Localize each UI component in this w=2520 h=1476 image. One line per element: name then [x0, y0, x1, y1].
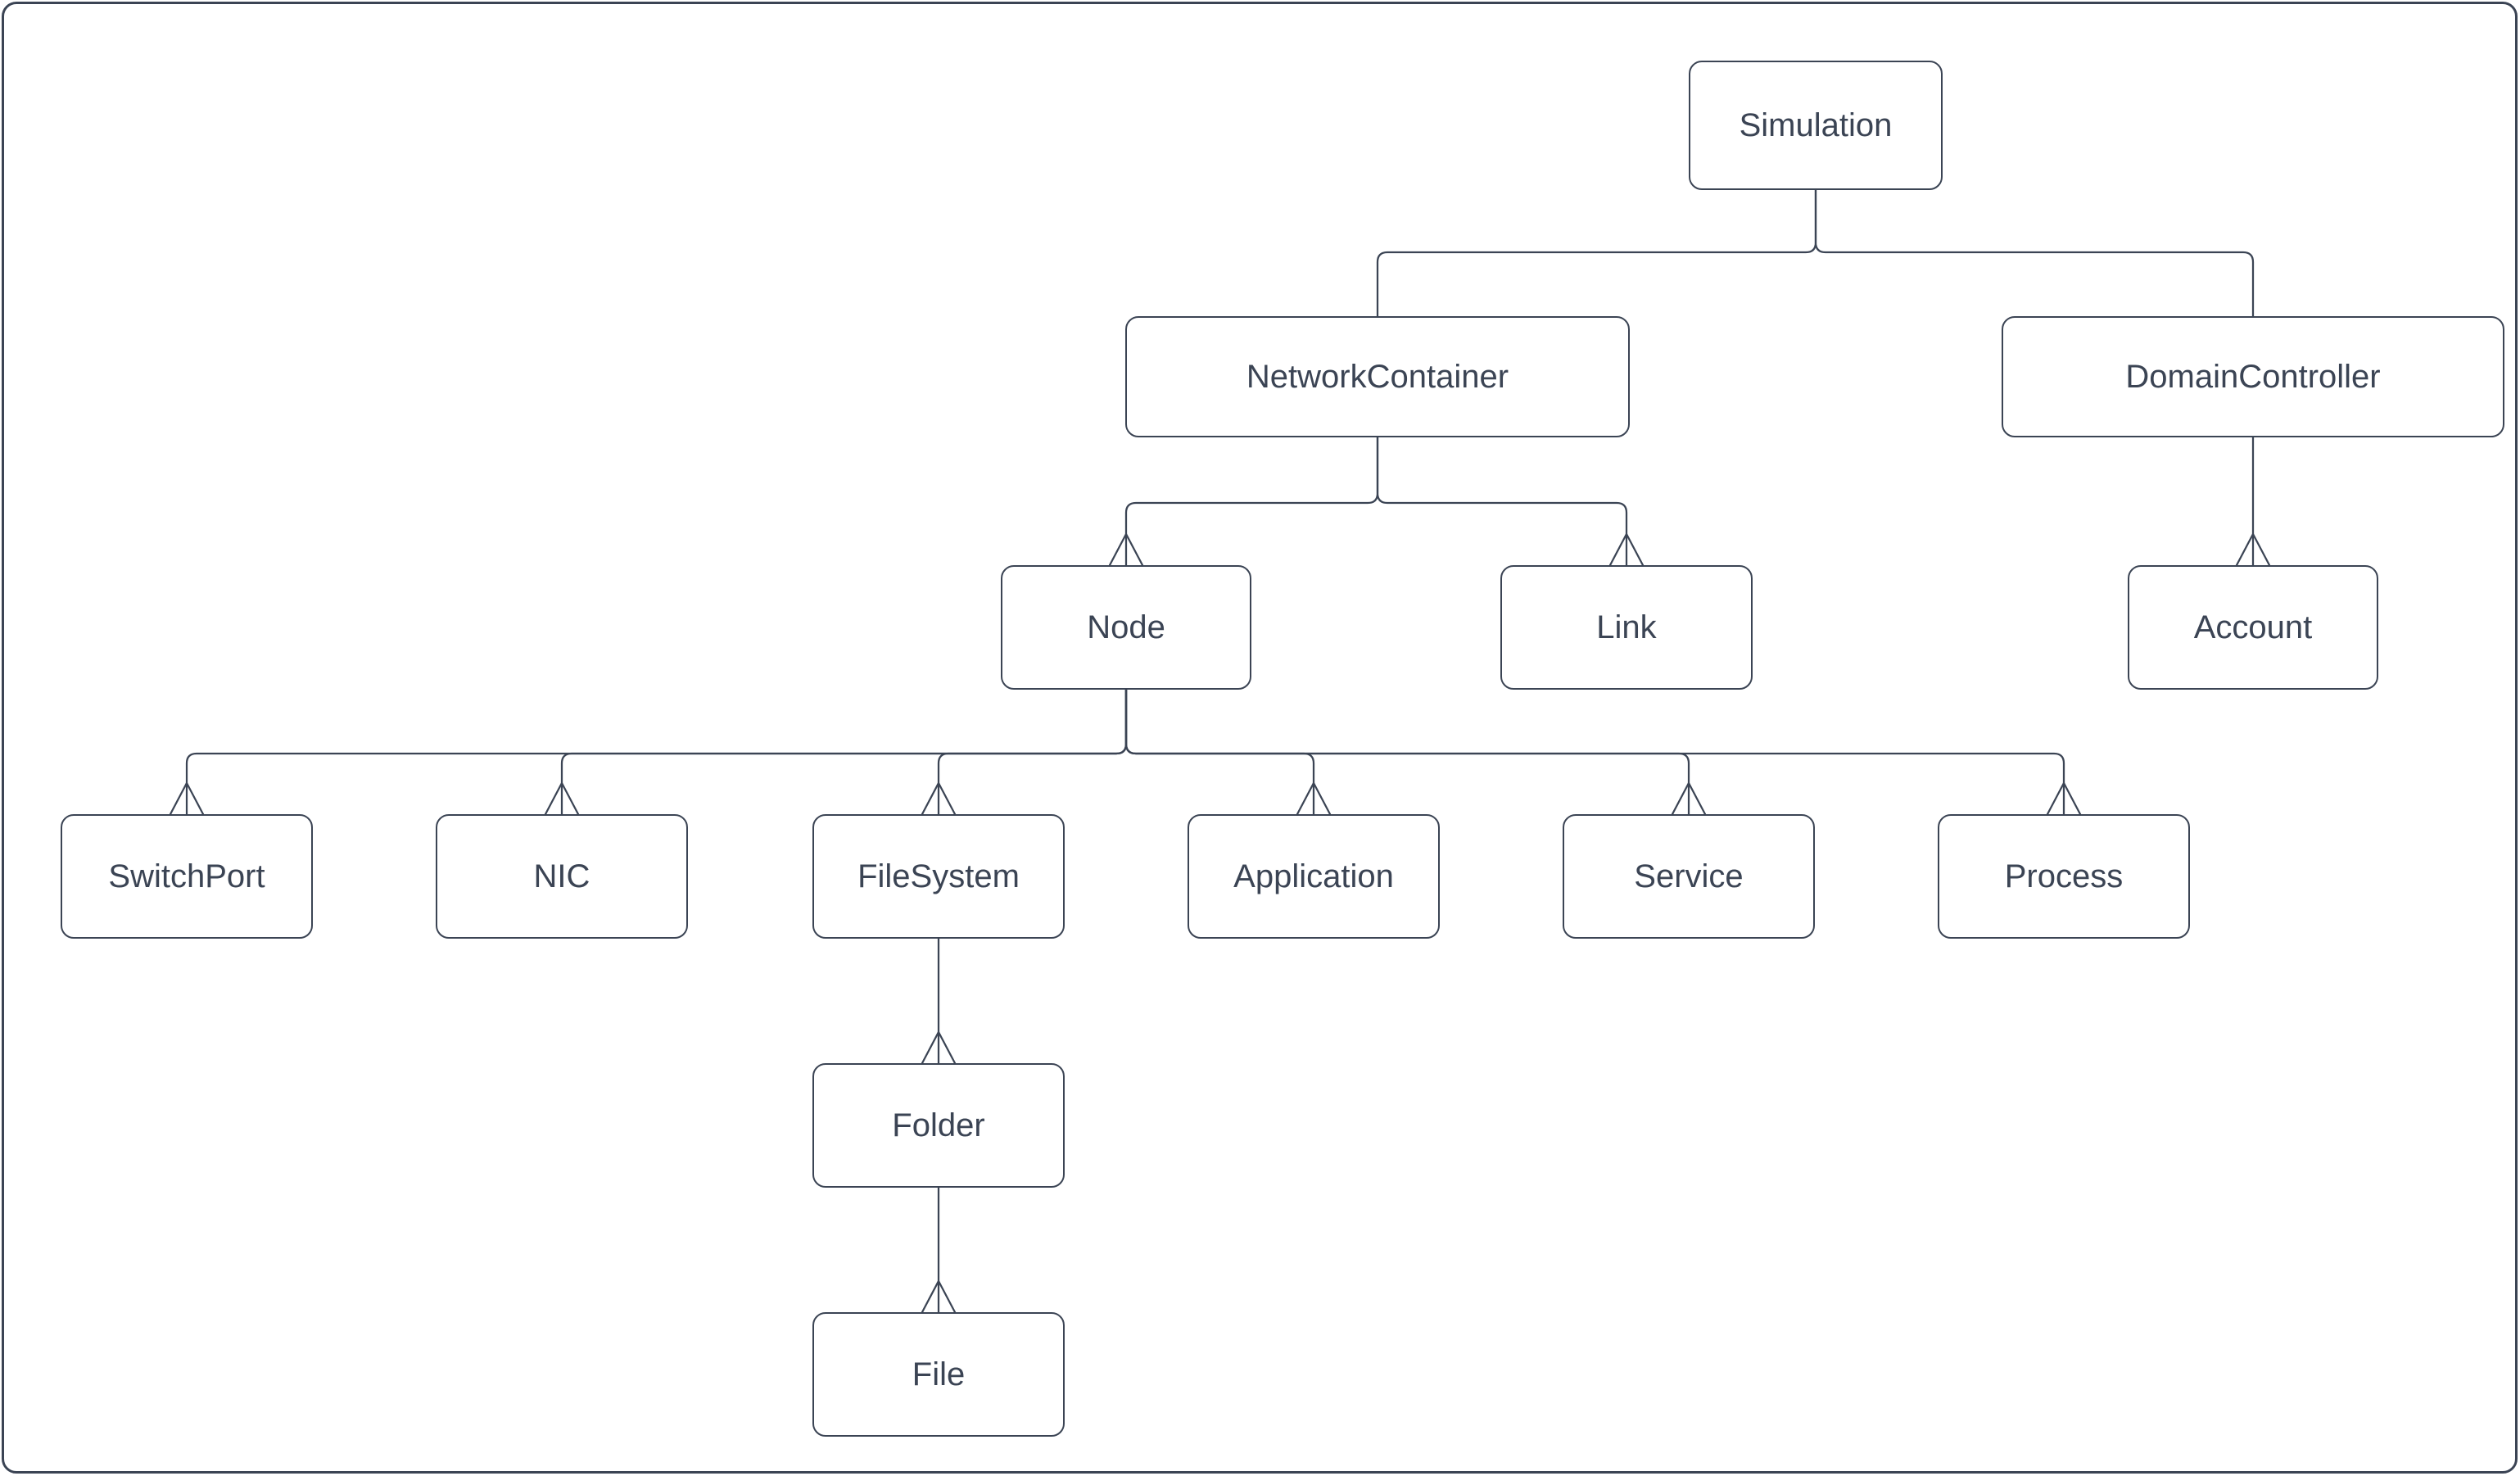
edge-node-application [1124, 688, 1315, 816]
open-arrowhead-icon [1108, 532, 1144, 567]
node-label-file-system: FileSystem [857, 858, 1020, 894]
node-label-folder: Folder [892, 1107, 985, 1143]
diagram-node-switch-port[interactable]: SwitchPort [61, 814, 313, 939]
edge-node-nic [560, 688, 1128, 816]
open-arrowhead-icon [1608, 532, 1645, 567]
node-label-file: File [912, 1356, 966, 1392]
node-label-network-container: NetworkContainer [1246, 359, 1509, 395]
node-label-process: Process [2004, 858, 2124, 894]
edge-simulation-network_container [1376, 188, 1817, 318]
edge-node-switch_port [185, 688, 1128, 816]
diagram-node-file[interactable]: File [812, 1312, 1065, 1437]
edge-simulation-domain_controller [1814, 188, 2255, 318]
edge-node-service [1124, 688, 1690, 816]
node-label-account: Account [2193, 609, 2313, 645]
open-arrowhead-icon [2235, 532, 2271, 567]
node-label-node: Node [1087, 609, 1165, 645]
edge-node-file_system [937, 688, 1128, 816]
diagram-node-process[interactable]: Process [1938, 814, 2190, 939]
edge-network_container-link [1376, 436, 1628, 567]
open-arrowhead-icon [169, 781, 205, 816]
open-arrowhead-icon [544, 781, 580, 816]
diagram-node-nic[interactable]: NIC [436, 814, 688, 939]
node-label-application: Application [1233, 858, 1394, 894]
open-arrowhead-icon [1296, 781, 1332, 816]
open-arrowhead-icon [921, 1030, 957, 1065]
open-arrowhead-icon [1671, 781, 1707, 816]
diagram-node-node[interactable]: Node [1001, 565, 1251, 690]
open-arrowhead-icon [921, 781, 957, 816]
diagram-node-application[interactable]: Application [1188, 814, 1440, 939]
diagram-node-simulation[interactable]: Simulation [1689, 61, 1943, 190]
node-label-service: Service [1634, 858, 1744, 894]
edge-node-process [1124, 688, 2065, 816]
open-arrowhead-icon [2046, 781, 2082, 816]
node-label-domain-controller: DomainController [2125, 359, 2381, 395]
diagram-node-file-system[interactable]: FileSystem [812, 814, 1065, 939]
diagram-node-account[interactable]: Account [2128, 565, 2378, 690]
diagram-node-domain-controller[interactable]: DomainController [2002, 316, 2504, 437]
diagram-node-link[interactable]: Link [1500, 565, 1753, 690]
diagram-node-folder[interactable]: Folder [812, 1063, 1065, 1188]
node-label-link: Link [1596, 609, 1657, 645]
edge-network_container-node [1124, 436, 1379, 567]
open-arrowhead-icon [921, 1279, 957, 1314]
diagram-node-network-container[interactable]: NetworkContainer [1125, 316, 1630, 437]
node-label-simulation: Simulation [1739, 107, 1893, 143]
diagram-node-service[interactable]: Service [1563, 814, 1815, 939]
node-label-switch-port: SwitchPort [108, 858, 265, 894]
node-label-nic: NIC [533, 858, 590, 894]
